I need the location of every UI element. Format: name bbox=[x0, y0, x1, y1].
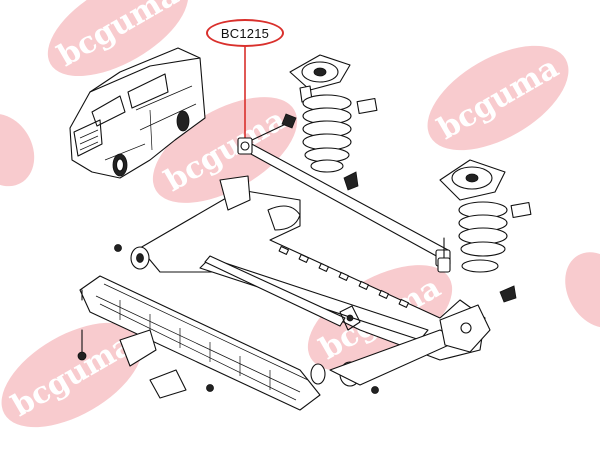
left-spring-assembly bbox=[289, 54, 378, 191]
right-spring-assembly bbox=[437, 159, 532, 303]
lower-crossmember bbox=[77, 244, 379, 411]
watermark-oval-edge-left bbox=[0, 113, 35, 187]
trailing-link bbox=[204, 255, 361, 331]
bushing-bc1215 bbox=[237, 137, 253, 155]
van-illustration bbox=[69, 47, 206, 179]
part-number-callout: BC1215 bbox=[206, 19, 284, 47]
watermark-oval-edge-right bbox=[565, 252, 600, 328]
watermark-oval-top-right: bcguma bbox=[427, 45, 569, 151]
beam-slots bbox=[278, 245, 410, 308]
